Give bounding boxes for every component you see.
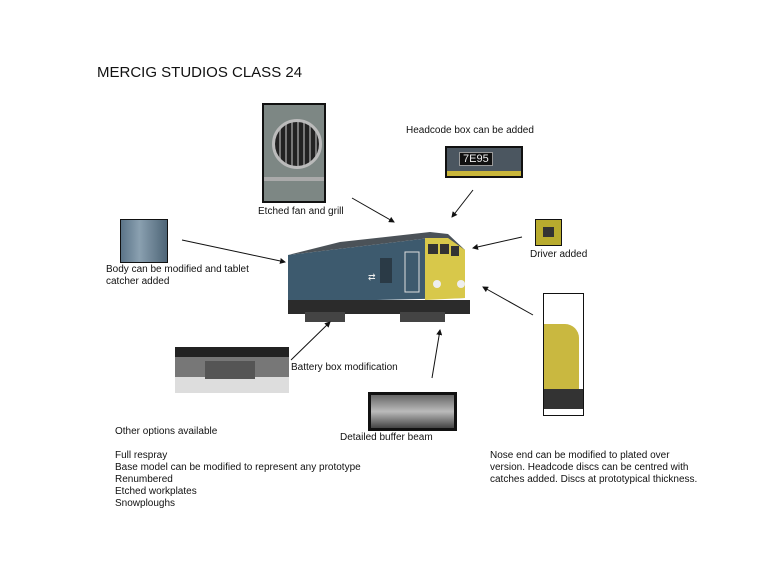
arrow-driver bbox=[472, 236, 523, 250]
headcode-number: 7E95 bbox=[459, 152, 493, 166]
driver-label: Driver added bbox=[530, 249, 588, 260]
buffer-beam-photo bbox=[368, 392, 457, 431]
nose-label-line2: version. Headcode discs can be centred w… bbox=[490, 462, 689, 473]
fan-label: Etched fan and grill bbox=[258, 206, 344, 217]
nose-end-photo bbox=[543, 293, 584, 416]
option-item: Base model can be modified to represent … bbox=[115, 462, 361, 473]
nose-label-line3: catches added. Discs at prototypical thi… bbox=[490, 474, 698, 485]
body-label-line2: catcher added bbox=[106, 276, 170, 287]
buffer-label: Detailed buffer beam bbox=[340, 432, 433, 443]
battery-box-photo bbox=[175, 347, 289, 393]
arrow-nose bbox=[482, 286, 534, 316]
driver-photo bbox=[535, 219, 562, 246]
options-heading: Other options available bbox=[115, 426, 218, 437]
option-item: Snowploughs bbox=[115, 498, 176, 509]
option-item: Renumbered bbox=[115, 474, 173, 485]
arrow-fan bbox=[351, 197, 395, 223]
nose-label-line1: Nose end can be modified to plated over bbox=[490, 450, 670, 461]
body-photo bbox=[120, 219, 168, 263]
fan-grill-photo bbox=[262, 103, 326, 203]
option-item: Etched workplates bbox=[115, 486, 197, 497]
page-title: MERCIG STUDIOS CLASS 24 bbox=[97, 64, 303, 81]
options-list: Full respray Base model can be modified … bbox=[115, 450, 361, 510]
arrow-battery bbox=[290, 321, 331, 361]
arrow-headcode bbox=[451, 189, 474, 218]
option-item: Full respray bbox=[115, 450, 168, 461]
arrow-body bbox=[181, 239, 286, 264]
body-label-line1: Body can be modified and tablet bbox=[106, 264, 249, 275]
svg-text:⇄: ⇄ bbox=[368, 272, 376, 282]
headcode-photo: 7E95 bbox=[445, 146, 523, 178]
arrow-buffer bbox=[431, 329, 443, 379]
locomotive-image: ⇄ bbox=[288, 232, 470, 322]
battery-label: Battery box modification bbox=[291, 362, 398, 373]
headcode-label: Headcode box can be added bbox=[406, 125, 534, 136]
